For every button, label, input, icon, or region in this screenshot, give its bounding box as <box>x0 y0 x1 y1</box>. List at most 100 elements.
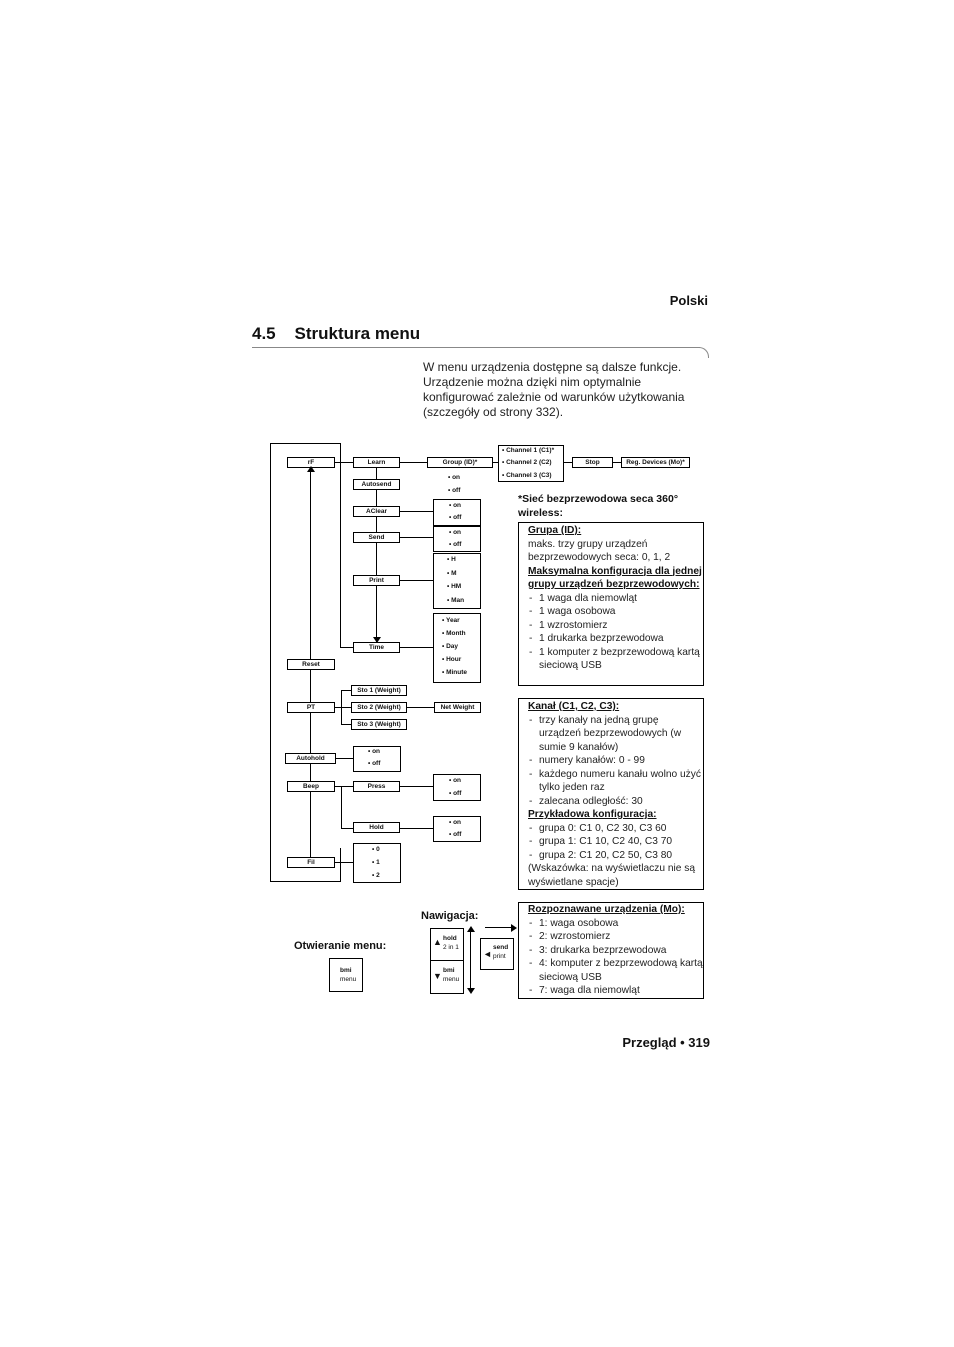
print-hm[interactable]: • HM <box>447 583 462 590</box>
fil-0[interactable]: • 0 <box>372 846 380 853</box>
list-item: 3: drukarka bezprzewodowa <box>519 944 703 958</box>
list-item: 1 wzrostomierz <box>519 619 703 633</box>
channel-options: • Channel 1 (C1)* • Channel 2 (C2) • Cha… <box>498 445 564 482</box>
press-options: • on • off <box>433 774 481 801</box>
channel-heading: Kanał (C1, C2, C3): <box>528 701 620 712</box>
menu-sto-3[interactable]: Sto 3 (Weight) <box>351 719 407 730</box>
language-label: Polski <box>669 293 708 308</box>
aclear-on[interactable]: • on <box>449 502 462 509</box>
channel-hint: (Wskazówka: na wyświetlaczu nie są wyświ… <box>528 863 696 888</box>
menu-pt[interactable]: PT <box>287 702 335 713</box>
hold-on[interactable]: • on <box>449 819 462 826</box>
key-bmi-label: bmi <box>443 967 455 974</box>
fil-options: • 0 • 1 • 2 <box>353 843 401 883</box>
time-year[interactable]: • Year <box>442 617 460 624</box>
aclear-options: • on • off <box>433 499 481 526</box>
page-footer: Przegląd • 319 <box>622 1035 710 1050</box>
send-print-key[interactable]: ◄ send print <box>480 938 514 970</box>
menu-reset[interactable]: Reset <box>287 659 335 670</box>
send-options: • on • off <box>433 526 481 552</box>
send-off[interactable]: • off <box>449 541 462 548</box>
channel-2[interactable]: • Channel 2 (C2) <box>502 459 552 466</box>
autohold-on[interactable]: • on <box>368 748 381 755</box>
arrow-up-icon: ▲ <box>433 937 442 947</box>
group-heading2: Maksymalna konfiguracja dla jednej grupy… <box>528 565 702 591</box>
menu-send[interactable]: Send <box>353 532 400 543</box>
channel-3[interactable]: • Channel 3 (C3) <box>502 472 552 479</box>
list-item: 1 drukarka bezprzewodowa <box>519 632 703 646</box>
send-on[interactable]: • on <box>449 529 462 536</box>
list-item: 1 waga osobowa <box>519 605 703 619</box>
fil-1[interactable]: • 1 <box>372 859 380 866</box>
menu-sto-1[interactable]: Sto 1 (Weight) <box>351 685 407 696</box>
bmi-menu-key-nav[interactable]: ▼ bmi menu <box>430 960 464 994</box>
hold-options: • on • off <box>433 816 481 842</box>
time-hour[interactable]: • Hour <box>442 656 462 663</box>
menu-stop[interactable]: Stop <box>572 457 613 468</box>
list-item: każdego numeru kanału wolno użyć tylko j… <box>519 768 703 795</box>
arrow-down-icon <box>373 637 381 643</box>
autosend-on[interactable]: • on <box>448 474 461 481</box>
list-item: grupa 0: C1 0, C2 30, C3 60 <box>519 822 703 836</box>
hold-2in1-key[interactable]: ▲ hold 2 in 1 <box>430 928 464 962</box>
menu-autohold[interactable]: Autohold <box>285 753 336 764</box>
list-item: 7: waga dla niemowląt <box>519 984 703 998</box>
time-options: • Year • Month • Day • Hour • Minute <box>433 613 481 683</box>
list-item: trzy kanały na jedną grupę urządzeń bezp… <box>519 714 703 755</box>
menu-reg-devices[interactable]: Reg. Devices (Mo)* <box>621 457 690 468</box>
menu-beep[interactable]: Beep <box>287 781 335 792</box>
print-h[interactable]: • H <box>447 556 456 563</box>
hold-off[interactable]: • off <box>449 831 462 838</box>
fil-2[interactable]: • 2 <box>372 872 380 879</box>
devices-note: Rozpoznawane urządzenia (Mo): 1: waga os… <box>518 902 704 999</box>
autohold-off[interactable]: • off <box>368 760 381 767</box>
arrow-up-icon <box>307 466 315 472</box>
list-item: 4: komputer z bezprzewodową kartą siecio… <box>519 957 703 984</box>
aclear-off[interactable]: • off <box>449 514 462 521</box>
print-man[interactable]: • Man <box>447 597 465 604</box>
key-hold-label: hold <box>443 935 457 942</box>
key-2in1-label: 2 in 1 <box>443 944 459 951</box>
key-menu-label: menu <box>340 976 357 983</box>
menu-learn[interactable]: Learn <box>353 457 400 468</box>
list-item: 1: waga osobowa <box>519 917 703 931</box>
list-item: 1 komputer z bezprzewodową kartą sieciow… <box>519 646 703 673</box>
press-on[interactable]: • on <box>449 777 462 784</box>
menu-press[interactable]: Press <box>353 781 400 792</box>
arrow-down-icon: ▼ <box>433 971 442 981</box>
channel-note: Kanał (C1, C2, C3): trzy kanały na jedną… <box>518 698 704 890</box>
autosend-off[interactable]: • off <box>448 487 461 494</box>
time-minute[interactable]: • Minute <box>442 669 468 676</box>
list-item: 2: wzrostomierz <box>519 930 703 944</box>
menu-net-weight[interactable]: Net Weight <box>434 702 481 713</box>
arrow-left-icon: ◄ <box>483 949 492 959</box>
devices-heading: Rozpoznawane urządzenia (Mo): <box>528 904 685 915</box>
group-note: Grupa (ID): maks. trzy grupy urządzeń be… <box>518 522 704 686</box>
menu-aclear[interactable]: AClear <box>353 506 400 517</box>
press-off[interactable]: • off <box>449 790 462 797</box>
time-day[interactable]: • Day <box>442 643 459 650</box>
group-text: maks. trzy grupy urządzeń bezprzewodowyc… <box>528 538 671 564</box>
menu-print[interactable]: Print <box>353 575 400 586</box>
key-menu-label: menu <box>443 976 460 983</box>
title-rule-curve <box>698 347 709 358</box>
channel-heading2: Przykładowa konfiguracja: <box>528 809 657 820</box>
navigation-label: Nawigacja: <box>421 910 479 922</box>
section-title: 4.5 Struktura menu <box>252 324 421 343</box>
menu-autosend[interactable]: Autosend <box>353 479 400 490</box>
menu-fil[interactable]: Fil <box>287 857 335 868</box>
bmi-menu-key[interactable]: bmi menu <box>329 958 363 992</box>
wireless-title: *Sieć bezprzewodowa seca 360° wireless: <box>518 493 679 519</box>
menu-sto-2[interactable]: Sto 2 (Weight) <box>351 702 407 713</box>
key-print-label: print <box>493 953 506 960</box>
time-month[interactable]: • Month <box>442 630 466 637</box>
menu-time[interactable]: Time <box>353 642 400 653</box>
list-item: grupa 2: C1 20, C2 50, C3 80 <box>519 849 703 863</box>
group-heading: Grupa (ID): <box>528 525 582 536</box>
menu-hold[interactable]: Hold <box>353 822 400 833</box>
channel-1[interactable]: • Channel 1 (C1)* <box>502 447 555 454</box>
list-item: zalecana odległość: 30 <box>519 795 703 809</box>
menu-group[interactable]: Group (ID)* <box>427 457 493 468</box>
list-item: grupa 1: C1 10, C2 40, C3 70 <box>519 835 703 849</box>
print-m[interactable]: • M <box>447 570 457 577</box>
